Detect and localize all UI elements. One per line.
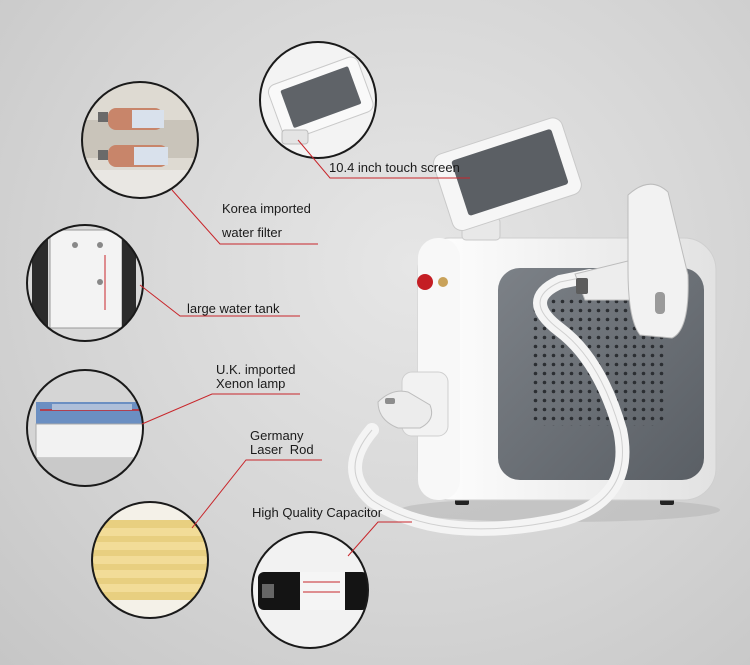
touch-screen-label: 10.4 inch touch screen — [329, 160, 460, 175]
leader-touch-screen — [297, 139, 470, 179]
leader-xenon — [141, 393, 300, 425]
xenon-lamp-photo — [26, 369, 144, 487]
capacitor-label: High Quality Capacitor — [252, 505, 383, 520]
laser-device — [348, 117, 720, 536]
leader-water-filter — [171, 189, 318, 245]
water-tank-label: large water tank — [187, 301, 280, 316]
leader-water-tank — [139, 284, 300, 317]
water-filter-label-line2: water filter — [222, 225, 282, 240]
laser-label-line1: Germany — [250, 428, 304, 443]
xenon-label-line2: Xenon lamp — [216, 376, 286, 391]
leader-laser — [191, 459, 322, 529]
laser-rod-photo — [91, 501, 209, 619]
laser-label-line2: Laser Rod — [250, 442, 314, 457]
water-filter-label-line1: Korea imported — [222, 201, 311, 216]
leader-capacitor — [347, 521, 412, 557]
capacitor-photo — [251, 531, 369, 649]
water-tank-photo — [26, 224, 144, 342]
touch-screen-photo — [259, 41, 377, 159]
leader-lines — [139, 139, 470, 557]
xenon-label-line1: U.K. imported — [216, 362, 296, 377]
water-filter-photo — [81, 81, 199, 199]
